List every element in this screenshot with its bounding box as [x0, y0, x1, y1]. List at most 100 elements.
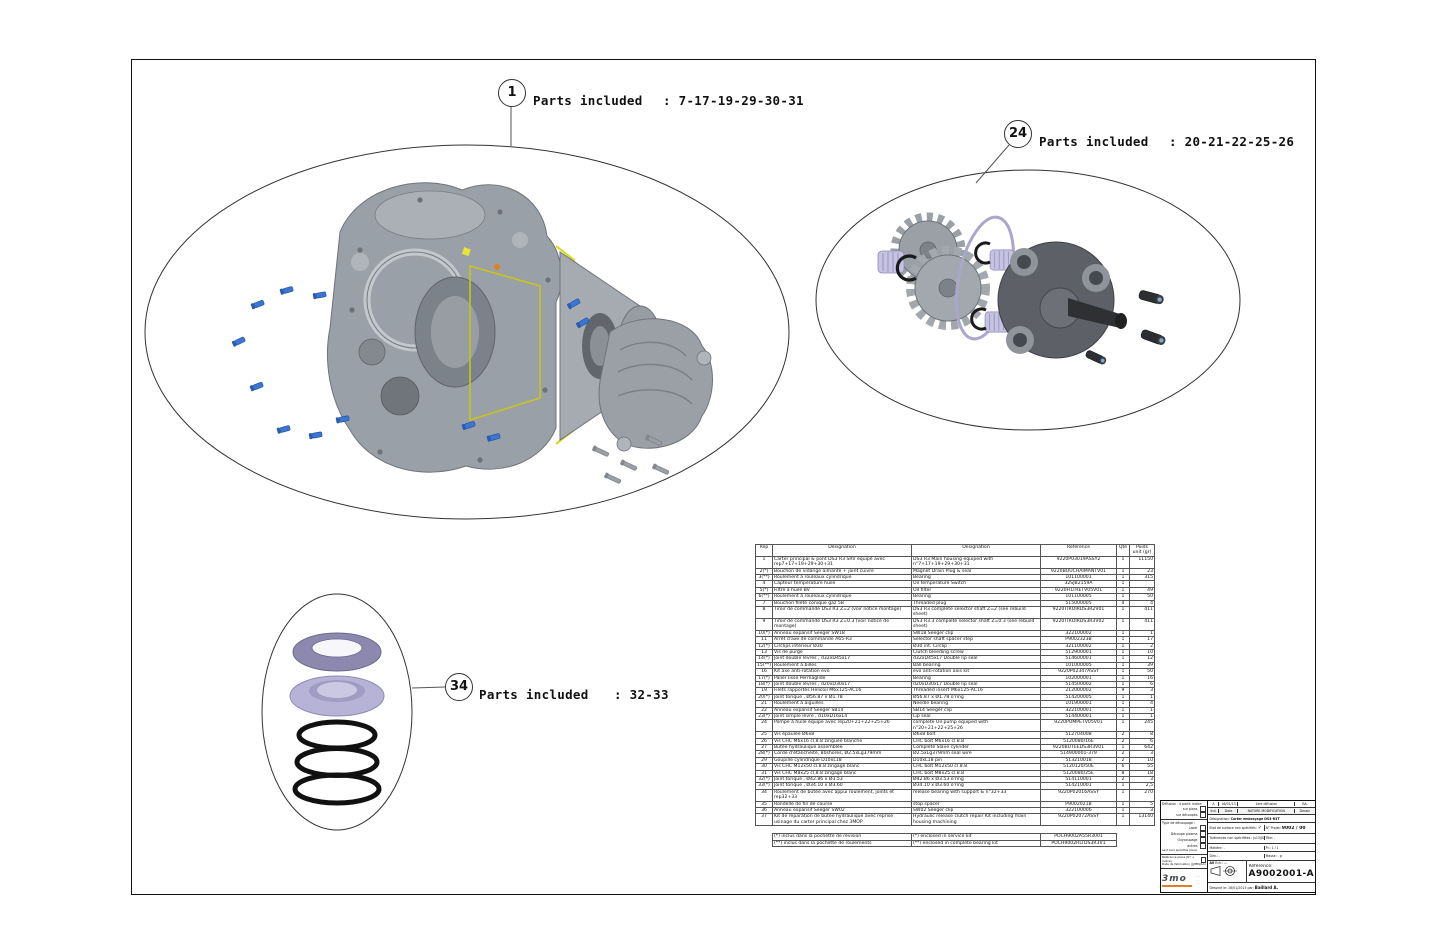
sheet-border [131, 59, 1316, 895]
sheet-format: A0 [1209, 860, 1215, 865]
view-ellipse-release-bearing [261, 593, 413, 831]
table-cell: 3 [1129, 750, 1155, 758]
tole-value: . [1274, 836, 1276, 841]
table-cell: 1 [1116, 617, 1130, 631]
table-cell: 13140 [1129, 813, 1155, 827]
callout-text-34: Parts included : 32-33 [479, 687, 669, 702]
column-header: Qte [1116, 544, 1130, 557]
table-cell: 8 [755, 606, 773, 619]
column-header: Poids unit (gr) [1129, 544, 1155, 557]
oil-pump-drawing [877, 212, 1168, 366]
checkbox [1200, 831, 1207, 837]
surface-project-row: Etat de surface non spécifiés: ✓ N° Proj… [1208, 823, 1315, 835]
diffusion-item: sur découpes [1176, 812, 1198, 817]
revision-header-nature: NATURE MODIFICATION [1238, 808, 1295, 813]
table-cell: 4 [1129, 599, 1155, 608]
table-cell: 1 [1129, 693, 1155, 702]
project-value: 9002 / 00 [1281, 825, 1306, 831]
pl-value: 1 / 1 [1271, 845, 1279, 850]
table-cell: 50 [1129, 593, 1155, 601]
table-cell [773, 826, 912, 834]
table-cell: 8 [1129, 731, 1155, 739]
table-cell: 1 [1116, 606, 1130, 619]
table-cell [1041, 826, 1117, 834]
table-cell: 9220P02016ASSY [1040, 788, 1117, 802]
reference-value: A9002001-A [1248, 868, 1314, 879]
title-block-left-panel: Diffusion : à partir indice sur plans su… [1161, 801, 1209, 892]
drawn-by-value: Baillard A. [1254, 884, 1279, 890]
callout-label: Parts included [533, 93, 643, 108]
table-cell: 9220POMPETV05V01 [1040, 719, 1117, 733]
table-cell: 49 [1129, 586, 1155, 595]
table-cell: 4 [1129, 700, 1155, 708]
table-cell [1117, 826, 1130, 834]
callout-label: Parts included [1039, 134, 1149, 149]
table-cell: 270 [1129, 788, 1155, 802]
table-cell: 3 [1129, 775, 1155, 784]
decoupage-note: sauf avis spécifiés plans [1162, 848, 1198, 852]
table-cell: 1 [1129, 706, 1155, 715]
callout-circle-1: 1 [498, 79, 526, 107]
title-block: Diffusion : à partir indice sur plans su… [1160, 800, 1316, 893]
checkbox [1200, 837, 1207, 843]
callout-label: Parts included [479, 687, 589, 702]
table-cell: 1 [755, 555, 773, 569]
callout-parts: : 32-33 [614, 687, 669, 702]
table-cell: 37 [755, 813, 773, 827]
column-header: Designation [911, 544, 1041, 557]
dim-mass-row: Dim.: . Masse: . g [1208, 852, 1315, 861]
drawn-date: 16/01/2013 [1228, 885, 1247, 890]
checkbox [1200, 812, 1207, 818]
matiere-label: Matière: [1209, 845, 1223, 850]
callout-circle-34: 34 [445, 673, 473, 701]
table-cell: DS3 R3 complete selector shaft Z=2 (see … [911, 606, 1041, 619]
table-cell: Roulement de butée avec appui roulement,… [772, 788, 912, 802]
seal-stack-drawing [289, 632, 385, 806]
designation-label: Désignation: [1209, 816, 1230, 821]
table-cell: 315 [1129, 573, 1155, 582]
table-cell: 1 [1129, 629, 1155, 638]
surface-label: Etat de surface non spécifiés: [1209, 826, 1257, 831]
pl-label: Pl.: [1265, 845, 1271, 850]
table-cell [1130, 840, 1155, 846]
table-cell: 50 [1129, 668, 1155, 676]
matiere-value: . [1223, 845, 1225, 850]
designation-value: Carter embrayage DS3-R3T [1230, 816, 1280, 821]
drawn-by-label: par: [1247, 885, 1254, 890]
table-cell: 3 [1129, 687, 1155, 695]
table-cell: 20(*) [755, 693, 773, 702]
table-cell: DS3 R3.3 complete selector shaft Z=0.3 (… [911, 617, 1041, 631]
table-cell: 18 [1129, 769, 1155, 778]
table-cell: 1 [1116, 788, 1130, 802]
decoupage-item: Laser [1188, 825, 1198, 830]
company-address: ··············· [1195, 873, 1200, 886]
table-cell: 17(*) [755, 674, 773, 682]
table-cell: Hydraulic release clutch repair Kit incl… [911, 813, 1041, 827]
table-cell: Kit de réparation de butée hydraulique a… [772, 813, 912, 827]
